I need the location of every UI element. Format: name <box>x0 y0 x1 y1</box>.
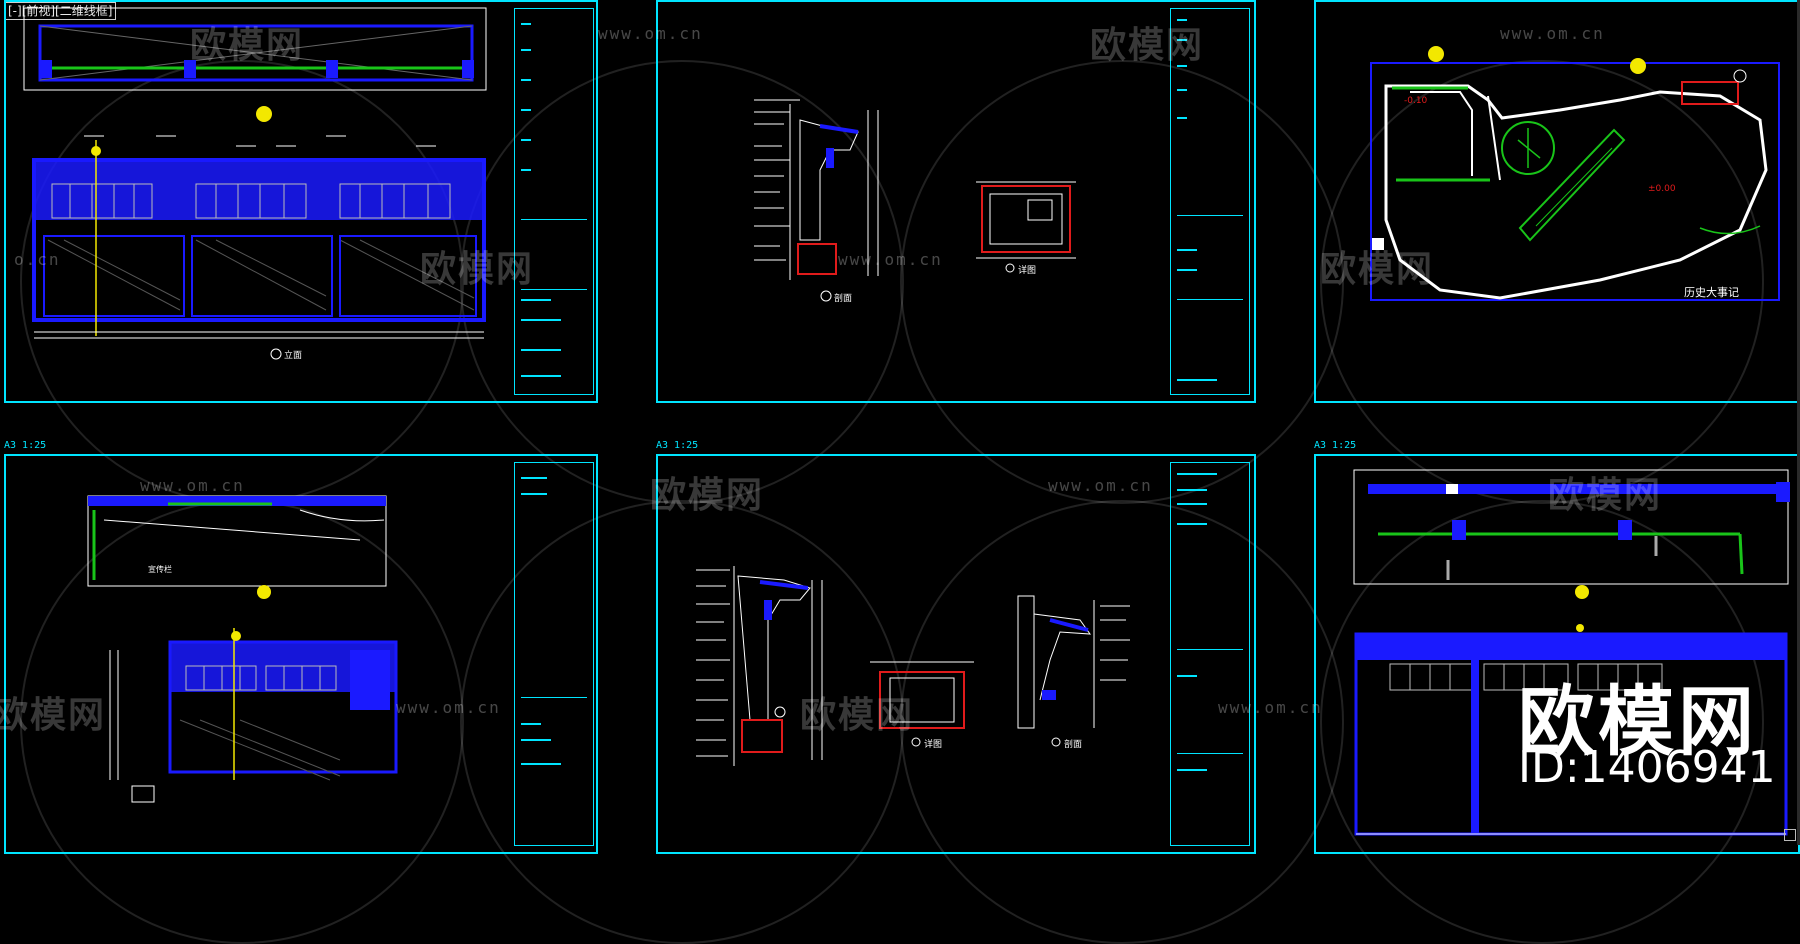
plan-frame <box>1370 62 1780 301</box>
watermark-brand: 欧模网 <box>1548 475 1663 516</box>
plan-drawing-top-right <box>1372 46 1768 300</box>
watermark-logo-large: 欧模网 <box>1518 677 1758 766</box>
watermark-url: www.om.cn <box>1048 476 1153 495</box>
elevation-drawing-bottom-right <box>1353 469 1790 836</box>
watermark-url: www.om.cn <box>598 24 703 43</box>
sheet-top-left[interactable] <box>4 0 598 403</box>
watermark-url: www.om.cn <box>396 698 501 717</box>
watermark-brand: 欧模网 <box>190 25 305 66</box>
section-label: 剖面 <box>834 294 853 304</box>
watermark-url: www.om.cn <box>1218 698 1323 717</box>
sheet-top-middle[interactable] <box>656 0 1256 403</box>
elevation-drawing-bottom-left <box>87 495 398 803</box>
watermark-brand: 欧模网 <box>420 249 535 290</box>
elevation-title: 立面 <box>284 351 303 361</box>
title-block <box>1170 8 1250 395</box>
resize-handle[interactable] <box>1784 829 1796 841</box>
title-block <box>514 8 594 395</box>
watermark-brand: 欧模网 <box>1320 249 1435 290</box>
watermark-url-partial: o.cn <box>14 250 61 269</box>
watermark-url: www.om.cn <box>1500 24 1605 43</box>
sheet-scale-label: A3 1:25 <box>656 440 699 451</box>
watermark-brand: 欧模网 <box>650 475 765 516</box>
section-label: 剖面 <box>1064 740 1083 750</box>
plan-elevation-mark: ±0.00 <box>1648 184 1676 194</box>
detail-label: 详图 <box>924 740 943 750</box>
plan-area-label: 历史大事记 <box>1684 286 1739 299</box>
plan-elevation-mark: -0.10 <box>1404 96 1428 106</box>
section-drawing-top-middle <box>754 99 1076 302</box>
section-drawing-bottom-middle <box>696 566 1130 766</box>
elevation-drawing-top-left <box>23 7 487 360</box>
elevation-note: 宣传栏 <box>148 565 172 574</box>
watermark-url: www.om.cn <box>140 476 245 495</box>
sheet-scale-label: A3 1:25 <box>4 440 47 451</box>
detail-label: 详图 <box>1018 266 1037 276</box>
vertical-scrollbar[interactable] <box>1797 0 1800 845</box>
watermark-url: www.om.cn <box>838 250 943 269</box>
watermark-brand-partial: 欧模网 <box>0 695 107 736</box>
watermark-brand: 欧模网 <box>800 695 915 736</box>
watermark-brand: 欧模网 <box>1090 25 1205 66</box>
sheet-scale-label: A3 1:25 <box>1314 440 1357 451</box>
watermark-model-id: ID:1406941 <box>1518 742 1776 793</box>
